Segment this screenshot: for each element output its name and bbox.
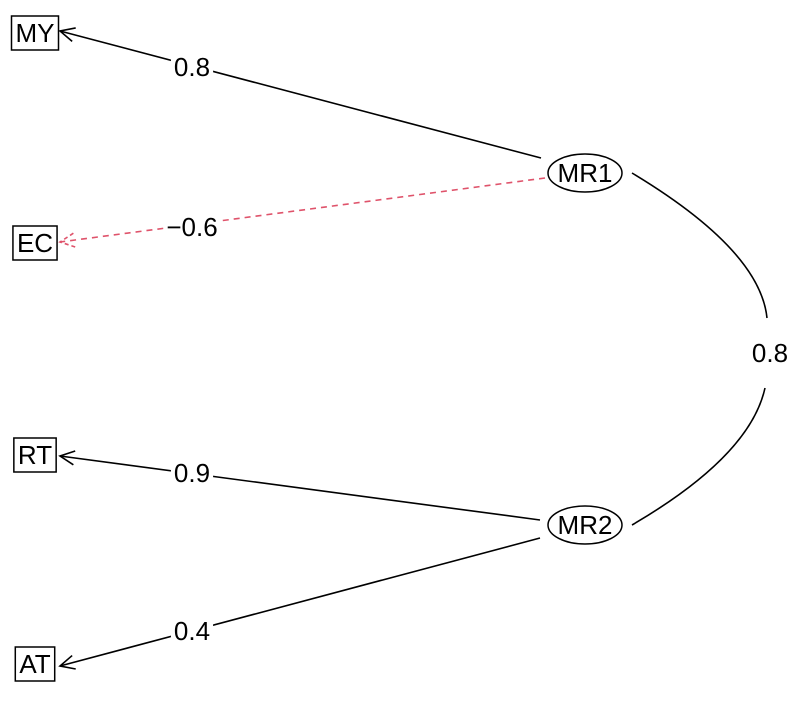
loading-label-at: 0.4: [174, 616, 210, 646]
observed-node-my: MY: [10, 15, 60, 51]
loading-line: [59, 455, 541, 521]
factor-label: MR1: [558, 158, 613, 188]
arrowhead: [58, 232, 76, 248]
factor-ellipse: [547, 153, 623, 193]
observed-label: MY: [16, 18, 55, 48]
loading-label-bg: [170, 462, 214, 484]
observed-label: RT: [18, 440, 52, 470]
observed-box: [13, 437, 57, 473]
observed-label: EC: [17, 228, 53, 258]
loading-label-ec: −0.6: [166, 212, 217, 242]
correlation-label: 0.8: [752, 338, 788, 368]
observed-node-ec: EC: [12, 225, 58, 261]
observed-box: [10, 15, 60, 51]
factor-label: MR2: [558, 510, 613, 540]
arrowhead: [58, 27, 76, 43]
factor-node-mr1: MR1: [547, 153, 623, 193]
loading-label-bg: [170, 56, 214, 78]
loading-line: [59, 537, 541, 667]
loading-label-my: 0.8: [174, 52, 210, 82]
loading-label-rt: 0.9: [174, 458, 210, 488]
loading-mr1-ec: [58, 177, 546, 248]
arrowhead: [58, 654, 76, 670]
labels-layer: 0.8 −0.6 0.9 0.4 0.8: [163, 52, 788, 646]
edges-layer: [58, 27, 768, 670]
arrowhead: [58, 450, 76, 466]
observed-node-rt: RT: [13, 437, 57, 473]
observed-box: [12, 225, 58, 261]
loading-line: [59, 177, 546, 243]
loading-line: [59, 30, 542, 159]
observed-box: [14, 646, 56, 682]
correlation-arc: [631, 172, 768, 526]
correlation-arc-lower: [631, 387, 766, 526]
correlation-arc-upper: [631, 172, 768, 319]
factor-node-mr2: MR2: [547, 505, 623, 545]
loading-label-bg: [163, 216, 221, 238]
loading-label-bg: [170, 620, 214, 642]
loading-mr2-rt: [58, 450, 541, 521]
loading-mr1-my: [58, 27, 542, 159]
loading-mr2-at: [58, 537, 541, 670]
observed-node-at: AT: [14, 646, 56, 682]
factor-ellipse: [547, 505, 623, 545]
observed-label: AT: [19, 649, 50, 679]
